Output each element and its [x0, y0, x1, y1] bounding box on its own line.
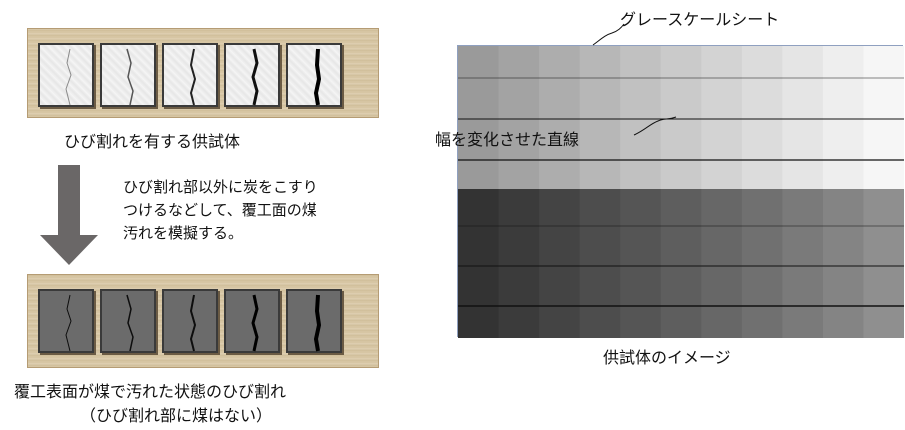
- specimen-block-3: [162, 43, 218, 107]
- crack-line: [65, 294, 72, 352]
- result-label-line-2: （ひび割れ部に煤はない）: [80, 406, 273, 425]
- gray-swatch-dark: [741, 189, 783, 338]
- gray-swatch-light: [498, 46, 540, 189]
- image-label: 供試体のイメージ: [603, 348, 731, 367]
- crack-line: [313, 294, 322, 352]
- lines-label: 幅を変化させた直線: [435, 130, 580, 149]
- down-arrow-head: [40, 235, 98, 265]
- lines-leader: [633, 116, 677, 136]
- sooted-block-4: [224, 289, 280, 353]
- gray-swatch-dark: [822, 189, 864, 338]
- gray-swatch-light: [701, 46, 743, 189]
- note-line-2: つけるなどして、覆工面の煤: [123, 201, 317, 219]
- gray-swatch-dark: [782, 189, 824, 338]
- gray-swatch-light: [660, 46, 702, 189]
- gray-swatch-dark: [579, 189, 621, 338]
- crack-line: [126, 294, 134, 352]
- grayscale-grid: [458, 46, 905, 338]
- gray-swatch-light: [620, 46, 662, 189]
- gray-swatch-dark: [498, 189, 540, 338]
- gray-swatch-light: [782, 46, 824, 189]
- grayscale-leader: [592, 23, 625, 46]
- crack-line: [189, 48, 197, 106]
- crack-line: [65, 48, 72, 106]
- sooted-block-2: [100, 289, 156, 353]
- gray-swatch-light: [579, 46, 621, 189]
- grayscale-specimen-image: [457, 45, 905, 338]
- specimen-block-1: [38, 43, 94, 107]
- gray-swatch-dark: [863, 189, 905, 338]
- gray-swatch-light: [741, 46, 783, 189]
- gray-swatch-dark: [458, 189, 500, 338]
- gray-swatch-light: [863, 46, 905, 189]
- crack-line: [251, 48, 259, 106]
- specimen-block-4: [224, 43, 280, 107]
- grayscale-sheet-label: グレースケールシート: [620, 10, 780, 29]
- specimen-label: ひび割れを有する供試体: [64, 132, 241, 151]
- down-arrow-body: [58, 165, 80, 235]
- gray-swatch-light: [458, 46, 500, 189]
- note-line-1: ひび割れ部以外に炭をこすり: [123, 178, 318, 196]
- specimen-block-5: [286, 43, 342, 107]
- crack-line: [189, 294, 197, 352]
- sooted-specimen-panel: [27, 274, 379, 368]
- crack-line: [251, 294, 259, 352]
- gray-swatch-dark: [539, 189, 581, 338]
- gray-swatch-light: [822, 46, 864, 189]
- gray-swatch-dark: [701, 189, 743, 338]
- specimen-block-2: [100, 43, 156, 107]
- sooted-block-5: [286, 289, 342, 353]
- note-line-3: 汚れを模擬する。: [123, 224, 244, 242]
- sooted-block-1: [38, 289, 94, 353]
- crack-line: [126, 48, 134, 106]
- crack-line: [313, 48, 322, 106]
- gray-swatch-dark: [620, 189, 662, 338]
- sooted-block-3: [162, 289, 218, 353]
- gray-swatch-light: [539, 46, 581, 189]
- gray-swatch-dark: [660, 189, 702, 338]
- clean-specimen-panel: [27, 28, 379, 118]
- result-label-line-1: 覆工表面が煤で汚れた状態のひび割れ: [14, 382, 287, 401]
